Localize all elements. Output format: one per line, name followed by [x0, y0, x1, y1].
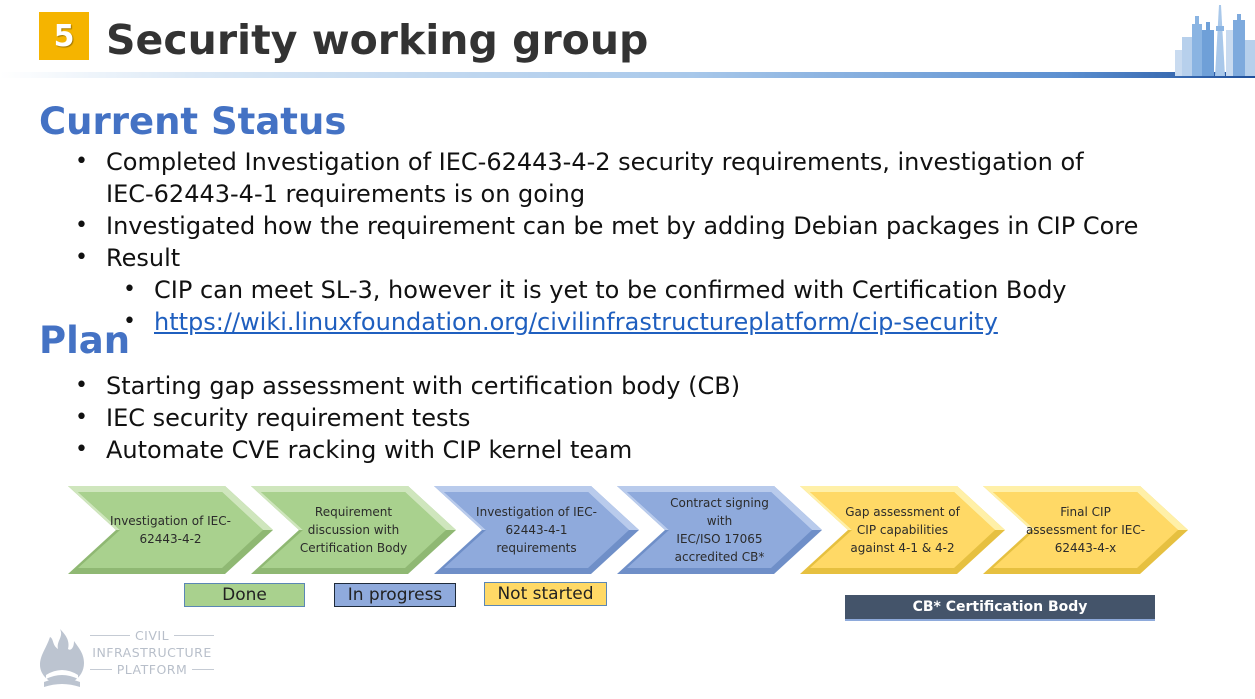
process-step-line: CIP capabilities	[856, 523, 949, 537]
logo-line-1: CIVIL	[134, 628, 170, 643]
process-step-line: Gap assessment of	[845, 505, 960, 519]
chevron-face	[444, 492, 629, 568]
process-step-line: 62443-4-2	[139, 532, 202, 546]
plan-bullet-text: IEC security requirement tests	[106, 404, 471, 432]
result-sub-bullet: https://wiki.linuxfoundation.org/civilin…	[75, 306, 1155, 338]
chevron-shape	[68, 486, 273, 574]
chevron-highlight	[800, 486, 1005, 530]
plan-list: Starting gap assessment with certificati…	[75, 370, 975, 466]
plan-heading: Plan	[39, 319, 131, 362]
process-step-line: against 4-1 & 4-2	[850, 541, 955, 555]
current-status-list: Completed Investigation of IEC-62443-4-2…	[75, 146, 1155, 338]
current-status-heading: Current Status	[39, 100, 347, 143]
chevron-face	[993, 492, 1178, 568]
process-step: Investigation of IEC- 62443-4-2	[68, 486, 273, 574]
chevron-face	[810, 492, 995, 568]
cip-security-wiki-link[interactable]: https://wiki.linuxfoundation.org/civilin…	[154, 308, 998, 336]
process-step: Investigation of IEC- 62443-4-1 requiremen…	[434, 486, 639, 574]
plan-bullet: Automate CVE racking with CIP kernel tea…	[75, 434, 975, 466]
result-sub-text: CIP can meet SL-3, however it is yet to …	[154, 276, 1067, 304]
process-step-label: Investigation of IEC- 62443-4-1 requiremen…	[476, 486, 597, 574]
process-step-line: assessment for IEC-	[1025, 523, 1146, 537]
status-bullet-text: Investigated how the requirement can be …	[106, 212, 1139, 240]
chevron-shape	[434, 486, 639, 574]
chevron-shape	[617, 486, 822, 574]
status-bullet: Completed Investigation of IEC-62443-4-2…	[75, 146, 1116, 210]
process-step-label: Investigation of IEC- 62443-4-2	[110, 486, 231, 574]
chevron-highlight	[434, 486, 639, 530]
chevron-highlight	[617, 486, 822, 530]
process-step-line: Certification Body	[299, 541, 408, 555]
process-step: Final CIP assessment for IEC- 62443-4-x	[983, 486, 1188, 574]
process-step-line: IEC/ISO 17065	[676, 532, 763, 546]
process-step: Gap assessment of CIP capabilities against…	[800, 486, 1005, 574]
cip-logo: CIVIL INFRASTRUCTURE PLATFORM	[38, 627, 218, 689]
logo-line-2: INFRASTRUCTURE	[92, 645, 212, 660]
plan-bullet-text: Automate CVE racking with CIP kernel tea…	[106, 436, 633, 464]
process-step-line: accredited CB*	[674, 550, 765, 564]
status-bullet: Investigated how the requirement can be …	[75, 210, 1155, 242]
result-sub-bullet: CIP can meet SL-3, however it is yet to …	[75, 274, 1155, 306]
footnote-cb-definition: CB* Certification Body	[845, 595, 1155, 621]
legend-not-started: Not started	[484, 582, 607, 606]
chevron-face	[261, 492, 446, 568]
plan-bullet: IEC security requirement tests	[75, 402, 975, 434]
legend-done: Done	[184, 583, 305, 607]
plan-bullet: Starting gap assessment with certificati…	[75, 370, 975, 402]
process-step-label: Gap assessment of CIP capabilities against…	[842, 486, 963, 574]
page-title: Security working group	[106, 16, 649, 64]
chevron-shape	[800, 486, 1005, 574]
logo-wordmark: CIVIL INFRASTRUCTURE PLATFORM	[90, 627, 215, 678]
chevron-shape	[251, 486, 456, 574]
logo-line-3: PLATFORM	[116, 662, 188, 677]
header-divider	[0, 72, 1255, 78]
section-number-badge: 5	[39, 12, 89, 60]
chevron-face	[627, 492, 812, 568]
chevron-highlight	[251, 486, 456, 530]
status-bullet-text: Result	[106, 244, 181, 272]
process-step-line: Investigation of IEC-	[476, 505, 597, 519]
process-step-line: 62443-4-x	[1054, 541, 1117, 555]
legend-in-progress: In progress	[334, 583, 456, 607]
plan-bullet-text: Starting gap assessment with certificati…	[106, 372, 741, 400]
process-step-label: Final CIP assessment for IEC- 62443-4-x	[1025, 486, 1146, 574]
chevron-highlight	[68, 486, 273, 530]
process-step-line: requirements	[496, 541, 577, 555]
status-bullet-text: Completed Investigation of IEC-62443-4-2…	[106, 148, 1084, 208]
flame-logo-icon	[40, 629, 84, 687]
process-step-line: 62443-4-1	[505, 523, 568, 537]
chevron-shape	[983, 486, 1188, 574]
chevron-face	[78, 492, 263, 568]
chevron-highlight	[983, 486, 1188, 530]
process-step-line: discussion with	[307, 523, 400, 537]
status-bullet: Result	[75, 242, 1155, 274]
process-step-line: Final CIP	[1060, 505, 1111, 519]
process-step-line: Contract signing with	[670, 496, 769, 528]
process-step-line: Investigation of IEC-	[110, 514, 231, 528]
process-step-line: Requirement	[314, 505, 393, 519]
city-skyline-icon	[1175, 5, 1255, 76]
